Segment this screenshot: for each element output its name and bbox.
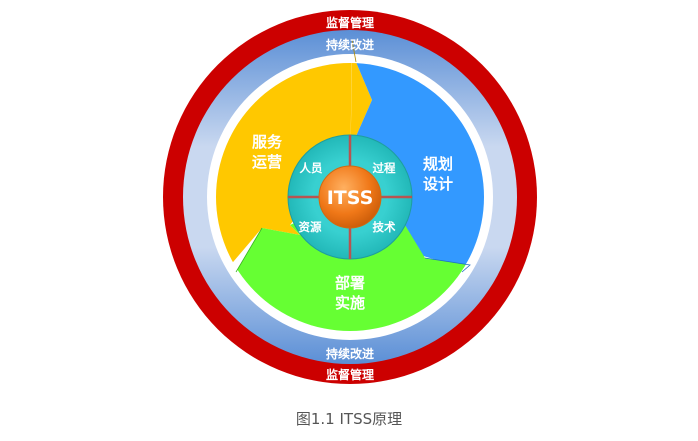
segment-label-deployment-1: 部署	[335, 274, 365, 292]
segment-label-service-1: 服务	[252, 133, 283, 151]
segment-label-deployment-2: 实施	[335, 294, 365, 312]
supervision-label-top: 监督管理	[326, 15, 374, 30]
core-label-resources: 资源	[299, 220, 322, 234]
core-label-technology: 技术	[373, 220, 396, 234]
segment-label-service-2: 运营	[252, 153, 282, 171]
core-label-people: 人员	[300, 161, 323, 175]
segment-label-planning-2: 设计	[423, 175, 453, 193]
segment-service-operation	[216, 63, 372, 300]
figure-caption: 图1.1 ITSS原理	[295, 410, 403, 428]
improvement-label-bottom: 持续改进	[326, 346, 374, 361]
core-label-process: 过程	[373, 161, 396, 175]
center-label: ITSS	[327, 187, 374, 209]
itss-diagram: ITSS 人员 过程 资源 技术 服务 运营 规划 设计 部署 实施 监督管理 …	[163, 10, 537, 384]
improvement-label-top: 持续改进	[326, 37, 374, 52]
segment-label-planning-1: 规划	[423, 155, 453, 173]
supervision-label-bottom: 监督管理	[326, 367, 374, 382]
itss-center: ITSS	[318, 165, 382, 229]
